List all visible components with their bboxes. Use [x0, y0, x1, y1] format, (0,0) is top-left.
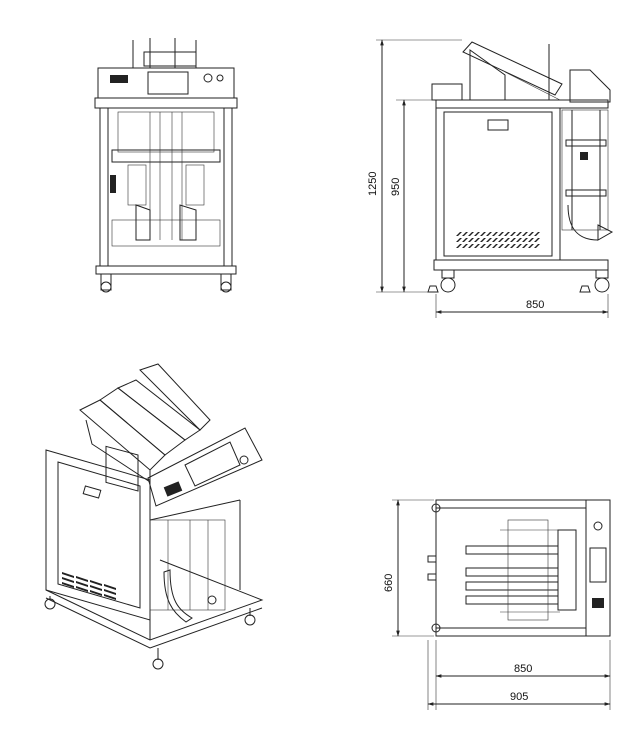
isometric-view-drawing	[44, 363, 264, 670]
side-view-drawing	[376, 39, 614, 318]
dim-depth-label: 660	[383, 574, 395, 592]
front-view-drawing	[94, 38, 238, 293]
dim-top-width-outer-label: 905	[510, 691, 528, 703]
top-view-drawing	[392, 499, 611, 710]
dim-height-table-label: 950	[390, 178, 402, 196]
dim-side-width-label: 850	[526, 299, 544, 311]
dim-height-total-label: 1250	[367, 172, 379, 196]
vent-slots	[456, 232, 540, 248]
vent-slots-iso	[62, 572, 116, 600]
dim-top-width-inner-label: 850	[514, 663, 532, 675]
